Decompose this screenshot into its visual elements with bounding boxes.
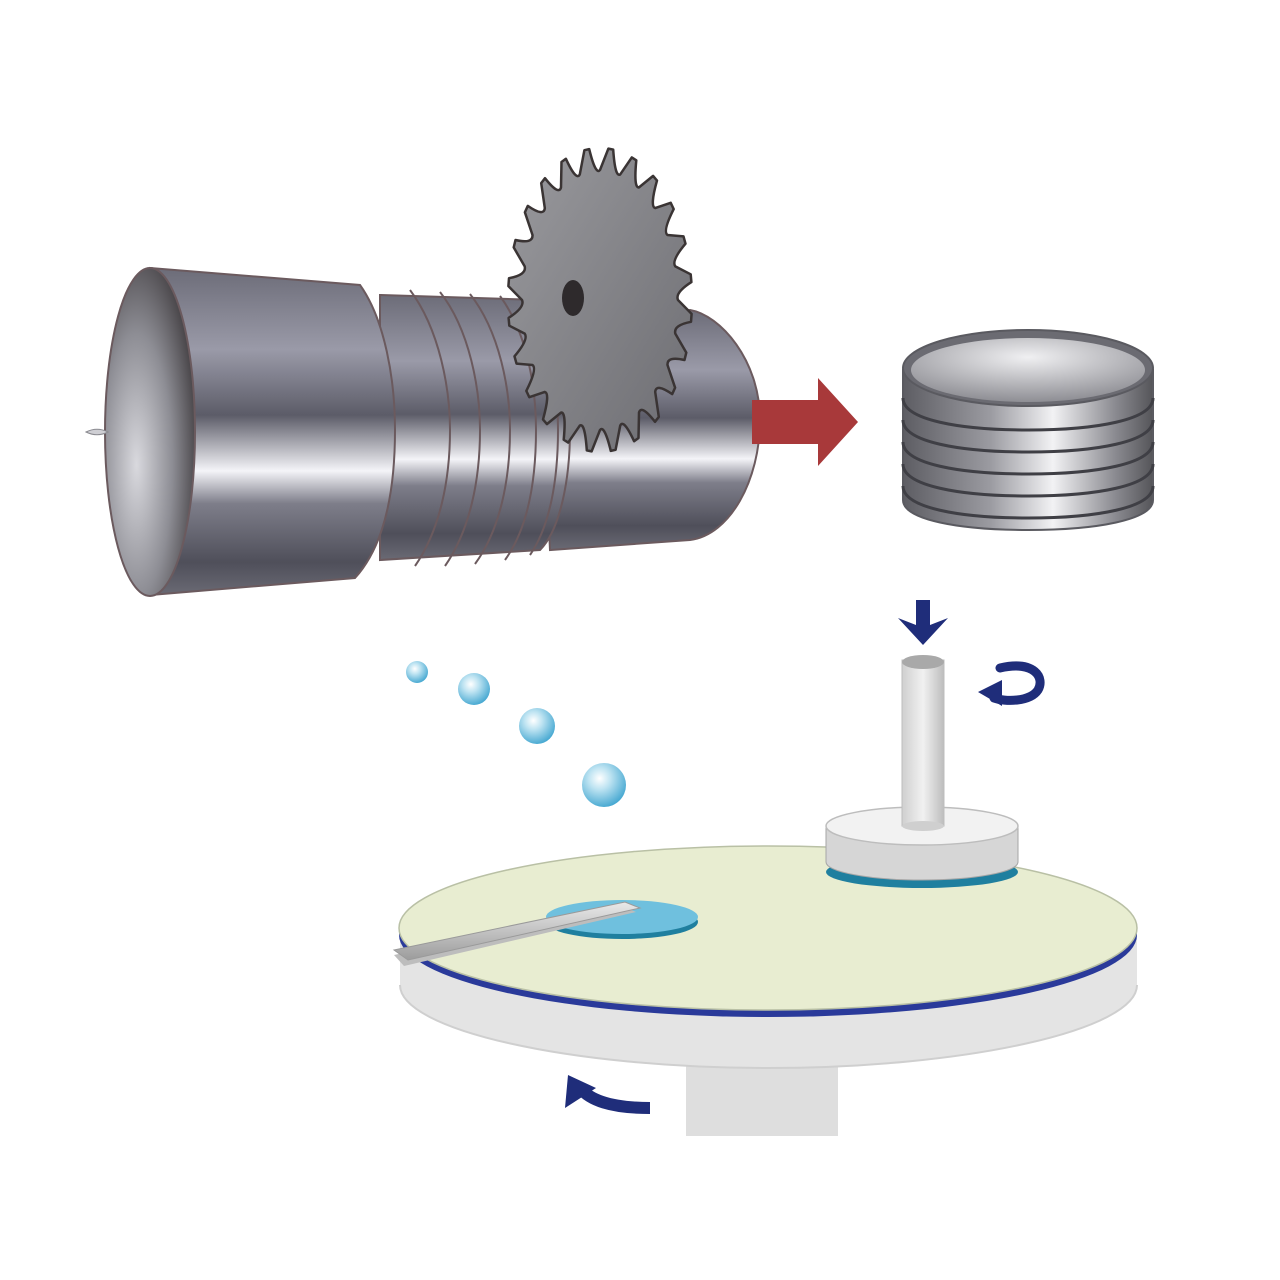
slice-groove (901, 441, 1155, 476)
dresser-arm (392, 901, 642, 966)
right-arrow-icon (752, 378, 858, 466)
droplet-icon (406, 661, 428, 683)
slice-groove (901, 485, 1155, 520)
ingot-cylinder-icon (84, 266, 762, 597)
rotation-arrow-icon (978, 661, 1045, 706)
droplet-icon (458, 673, 490, 705)
slice-groove (901, 419, 1155, 454)
curved-arrow-icon (565, 1075, 651, 1114)
saw-blade-icon (507, 147, 693, 453)
down-arrow-icon (898, 600, 948, 645)
droplet-icon (582, 763, 626, 807)
carrier-head (825, 655, 1019, 888)
slice-groove (901, 463, 1155, 498)
slice-groove (901, 397, 1155, 432)
sliced-discs-icon (901, 329, 1155, 532)
slurry-droplets (406, 661, 626, 807)
droplet-icon (519, 708, 555, 744)
